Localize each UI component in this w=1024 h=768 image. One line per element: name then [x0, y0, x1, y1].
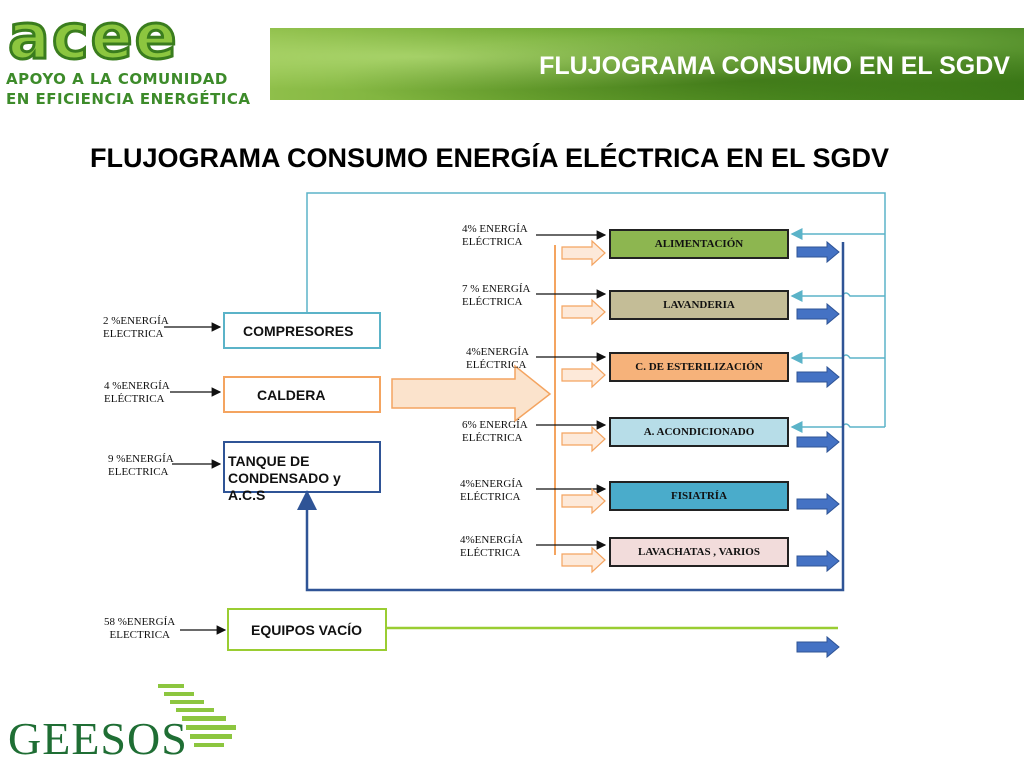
node-lavanderia[interactable]: LAVANDERIA	[609, 290, 789, 320]
header-title: FLUJOGRAMA CONSUMO EN EL SGDV	[539, 52, 1010, 80]
node-alimentacion[interactable]: ALIMENTACIÓN	[609, 229, 789, 259]
logo-tagline-1: APOYO A LA COMUNIDAD	[6, 70, 228, 88]
page-title: FLUJOGRAMA CONSUMO ENERGÍA ELÉCTRICA EN …	[90, 143, 890, 173]
header-banner	[270, 28, 1024, 100]
geesos-logo: GEESOS	[8, 713, 188, 764]
acee-logo: acee	[7, 0, 179, 73]
input-label-equipos: 58 %ENERGÍA ELECTRICA	[104, 616, 176, 641]
node-compresores[interactable]: COMPRESORES	[223, 312, 381, 349]
main-flow-arrow	[391, 364, 552, 423]
cyan-loop-line	[306, 192, 886, 427]
node-esterilizacion[interactable]: C. DE ESTERILIZACIÓN	[609, 352, 789, 382]
geesos-logo-stripes	[158, 684, 236, 747]
condensate-return-line	[297, 242, 845, 592]
node-lavachatas[interactable]: LAVACHATAS , VARIOS	[609, 537, 789, 567]
logo-tagline-2: EN EFICIENCIA ENERGÉTICA	[6, 90, 251, 108]
node-equipos-vacio[interactable]: EQUIPOS VACÍO	[227, 608, 387, 651]
orange-feed-arrows	[561, 239, 606, 574]
node-aire-acondicionado[interactable]: A. ACONDICIONADO	[609, 417, 789, 447]
blue-output-arrows	[796, 240, 840, 659]
node-caldera[interactable]: CALDERA	[223, 376, 381, 413]
node-fisiatria[interactable]: FISIATRÍA	[609, 481, 789, 511]
